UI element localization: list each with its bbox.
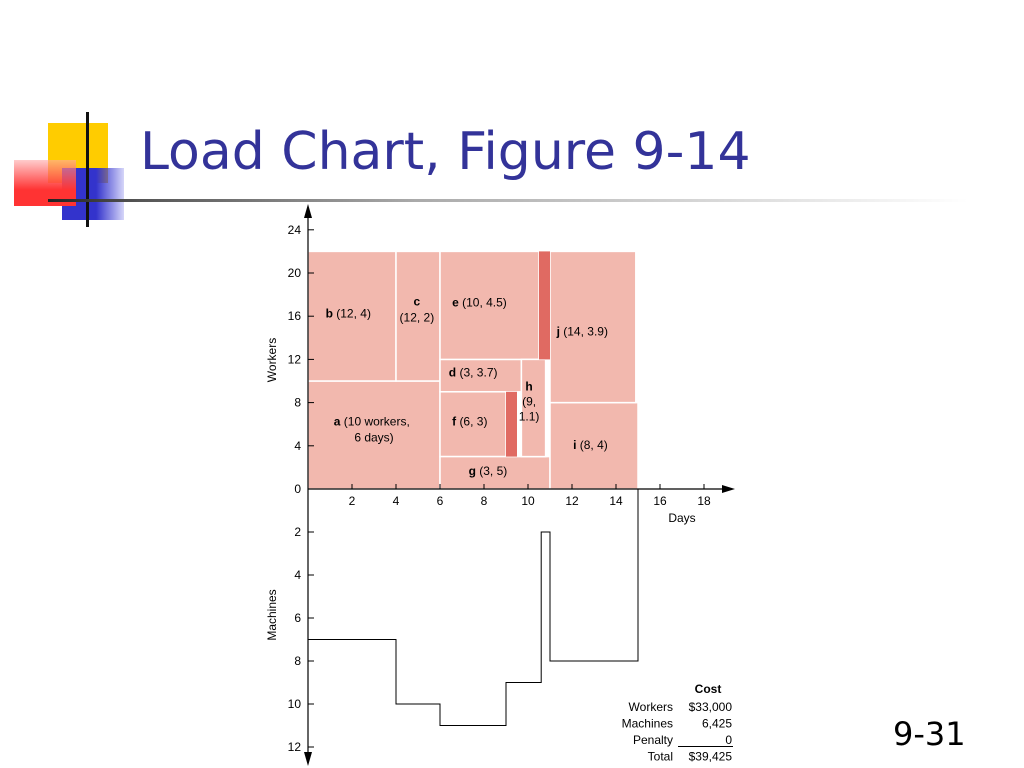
y-axis-arrow-down [304, 752, 312, 766]
cost-row-label: Workers [629, 700, 673, 714]
y-axis-arrow-up [304, 204, 312, 218]
activity-block-j [549, 250, 637, 404]
x-tick-label: 6 [437, 494, 444, 508]
y-tick-label-machines: 8 [294, 654, 301, 668]
y-tick-label-machines: 2 [294, 525, 301, 539]
cost-row-label: Machines [622, 717, 673, 731]
x-tick-label: 10 [521, 494, 535, 508]
cost-row-value: $39,425 [689, 750, 733, 764]
workers-axis-label: Workers [265, 338, 279, 382]
cost-heading: Cost [695, 682, 722, 696]
activity-blocks [307, 250, 639, 490]
x-tick-label: 4 [393, 494, 400, 508]
machines-axis-label: Machines [265, 589, 279, 640]
cost-row-label: Total [648, 750, 673, 764]
cost-row-value: $33,000 [689, 700, 733, 714]
activity-label-d: d (3, 3.7) [449, 366, 498, 380]
y-tick-label-machines: 4 [294, 568, 301, 582]
y-tick-label-workers: 24 [288, 223, 302, 237]
x-tick-label: 8 [481, 494, 488, 508]
y-tick-label-workers: 0 [294, 482, 301, 496]
activity-block-d [439, 358, 523, 393]
page-number: 9-31 [893, 715, 966, 753]
machines-step-path [308, 489, 639, 726]
x-tick-label: 2 [349, 494, 356, 508]
deco-horizontal-line [48, 199, 968, 202]
cost-row-label: Penalty [633, 733, 673, 747]
critical-bar [506, 391, 517, 457]
y-tick-label-workers: 4 [294, 439, 301, 453]
activity-label-h-values: (9, [522, 395, 536, 409]
x-tick-label: 18 [697, 494, 711, 508]
activity-label-h: h [525, 380, 532, 394]
critical-bar [539, 251, 550, 360]
activity-block-a [307, 380, 441, 490]
activity-label-a-values-2: 6 days) [354, 430, 393, 444]
activity-block-c [395, 250, 441, 382]
days-axis-label: Days [668, 511, 695, 525]
slide-title: Load Chart, Figure 9-14 [140, 122, 751, 182]
x-tick-label: 14 [609, 494, 623, 508]
activity-label-e: e (10, 4.5) [452, 295, 507, 309]
activity-label-j: j (14, 3.9) [556, 325, 608, 339]
machines-step-line [308, 489, 639, 726]
critical-bars [506, 251, 550, 457]
y-tick-label-machines: 10 [288, 697, 302, 711]
activity-label-g: g (3, 5) [469, 464, 508, 478]
x-tick-label: 16 [653, 494, 667, 508]
activity-block-h [520, 358, 547, 458]
deco-vertical-line [86, 112, 89, 227]
x-axis-arrow [722, 485, 735, 493]
activity-label-h-values-2: 1.1) [519, 410, 540, 424]
activity-label-a: a (10 workers, [334, 414, 410, 428]
y-tick-label-workers: 12 [288, 352, 302, 366]
cost-row-value: 0 [725, 733, 732, 747]
activity-label-i: i (8, 4) [573, 438, 608, 452]
deco-red-square [14, 160, 76, 206]
activity-label-b: b (12, 4) [326, 306, 371, 320]
activity-labels: a (10 workers, 6 days) b (12, 4) c (12, 2) d … [326, 294, 608, 478]
cost-row-value: 6,425 [702, 717, 732, 731]
y-tick-label-machines: 12 [288, 740, 302, 754]
y-tick-label-workers: 20 [288, 266, 302, 280]
y-tick-label-workers: 16 [288, 309, 302, 323]
activity-label-f: f (6, 3) [452, 414, 487, 428]
x-tick-label: 12 [565, 494, 579, 508]
y-tick-label-machines: 6 [294, 611, 301, 625]
activity-label-c-values: (12, 2) [400, 310, 435, 324]
activity-block-i [549, 401, 639, 490]
y-tick-label-workers: 8 [294, 396, 301, 410]
activity-label-c: c [414, 294, 421, 308]
